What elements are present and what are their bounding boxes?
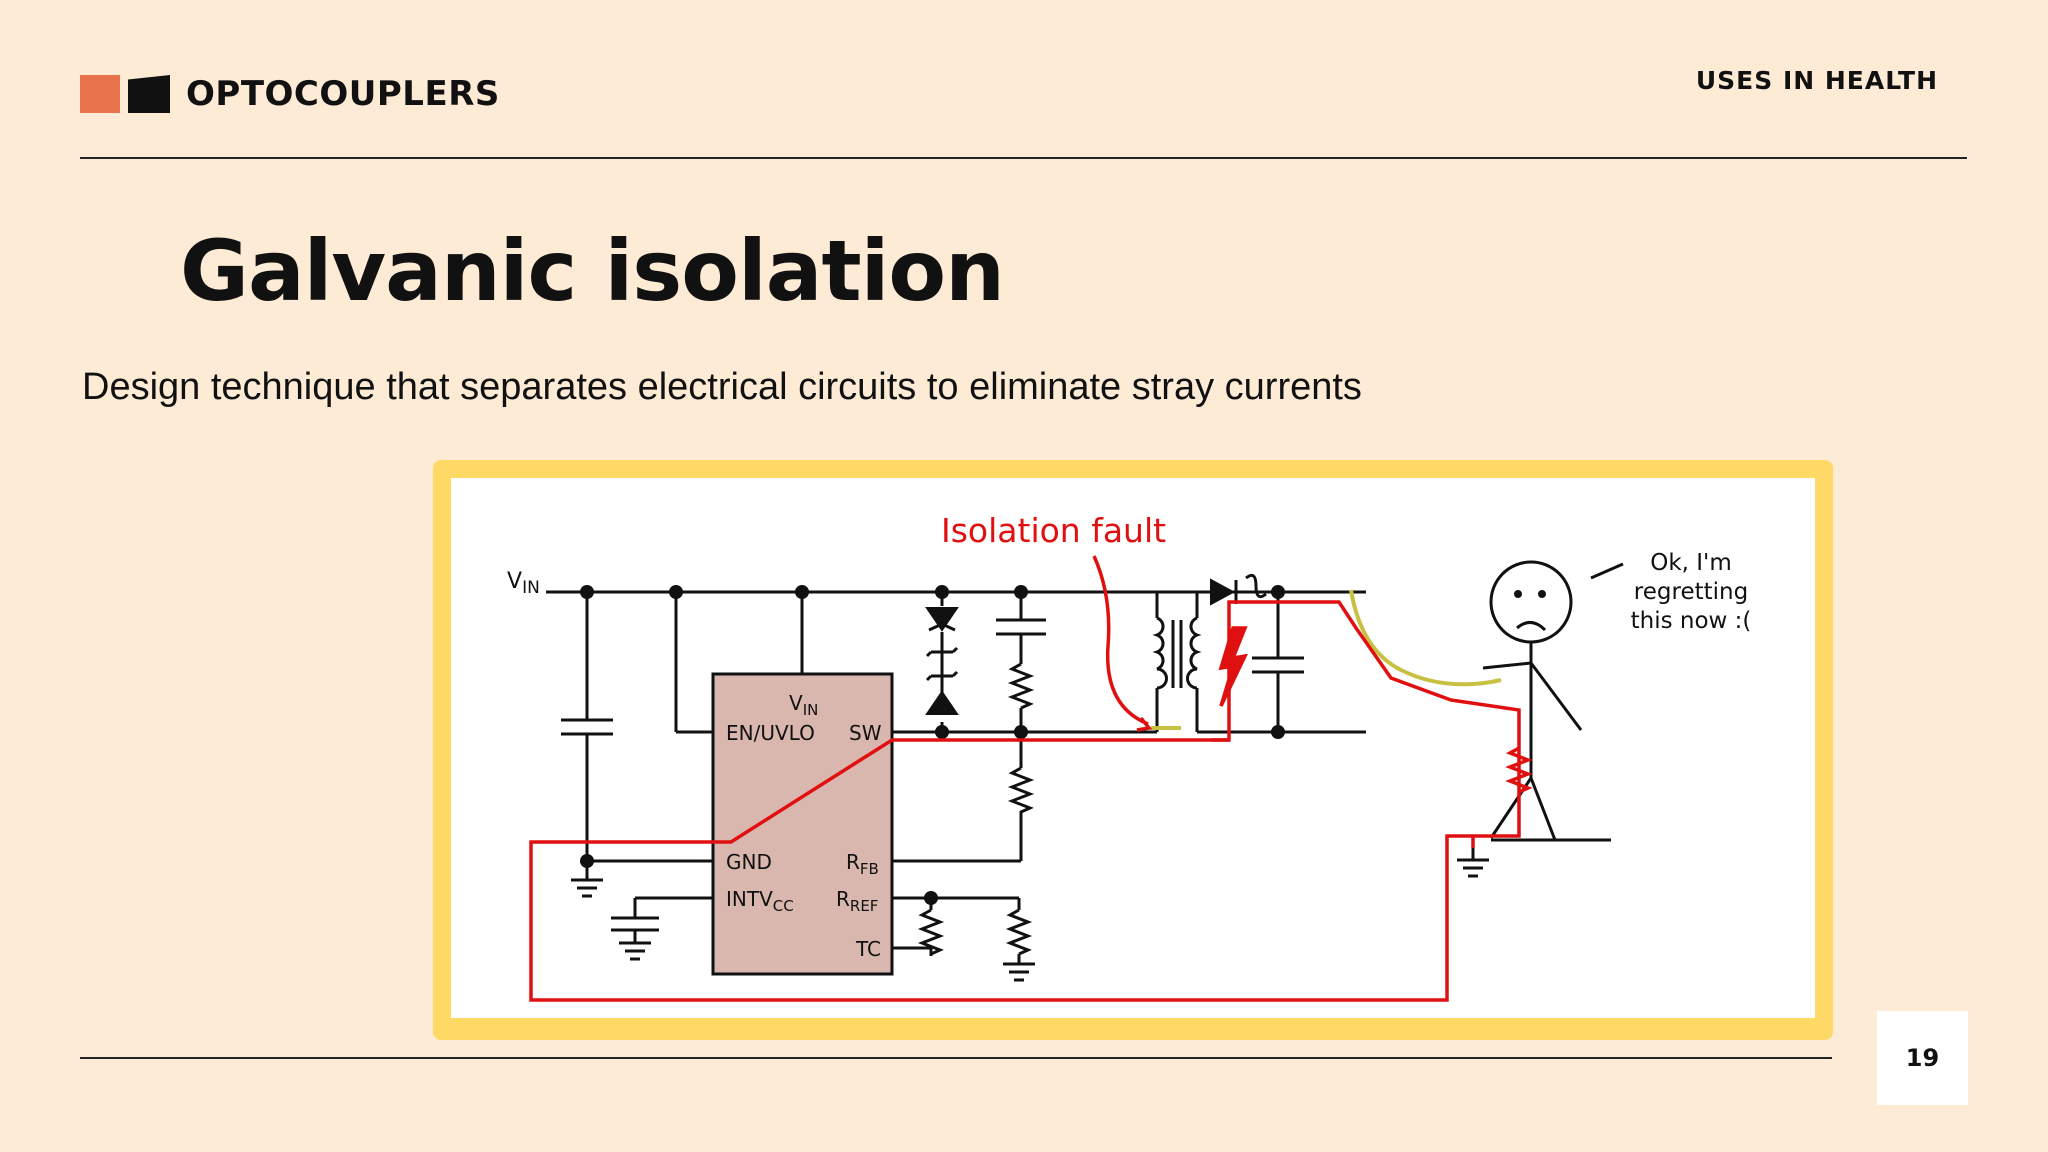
bottom-divider xyxy=(80,1057,1832,1059)
pin-tc-label: TC xyxy=(855,937,881,961)
zener-diode-top xyxy=(925,607,959,632)
speech-line-2: regretting xyxy=(1634,579,1748,605)
pin-vin-label: VIN xyxy=(789,691,818,719)
lightning-icon xyxy=(1218,626,1249,707)
pin-sw-label: SW xyxy=(849,721,882,745)
pin-intv-label: INTVCC xyxy=(726,887,794,915)
diagram-frame: Isolation fault VIN VIN EN/UVLO SW GND R… xyxy=(433,460,1833,1040)
speech-line-3: this now :( xyxy=(1631,608,1752,634)
fault-current-path xyxy=(529,555,1533,1002)
pin-en-label: EN/UVLO xyxy=(726,721,815,745)
page-number: 19 xyxy=(1877,1011,1968,1105)
slide-title: Galvanic isolation xyxy=(180,222,1005,320)
logo-orange-square xyxy=(80,75,120,113)
brand-name: OPTOCOUPLERS xyxy=(186,74,500,114)
fault-label: Isolation fault xyxy=(941,511,1166,550)
slide-subtitle: Design technique that separates electric… xyxy=(82,366,1362,408)
zener-diode-bottom xyxy=(925,690,959,715)
logo: OPTOCOUPLERS xyxy=(80,74,500,114)
output-diode xyxy=(1210,578,1236,606)
diagram-canvas: Isolation fault VIN VIN EN/UVLO SW GND R… xyxy=(451,478,1815,1018)
logo-black-square xyxy=(128,75,170,113)
pin-gnd-label: GND xyxy=(726,850,772,874)
vin-label: VIN xyxy=(507,569,540,598)
converter-ic xyxy=(711,672,894,976)
section-label: USES IN HEALTH xyxy=(1695,66,1938,95)
top-divider xyxy=(80,157,1967,159)
circuit-diagram: Isolation fault VIN VIN EN/UVLO SW GND R… xyxy=(507,511,1752,1002)
pin-rfb-label: RFB xyxy=(846,850,879,878)
speech-line-1: Ok, I'm xyxy=(1650,550,1732,576)
pin-rref-label: RREF xyxy=(836,887,878,915)
